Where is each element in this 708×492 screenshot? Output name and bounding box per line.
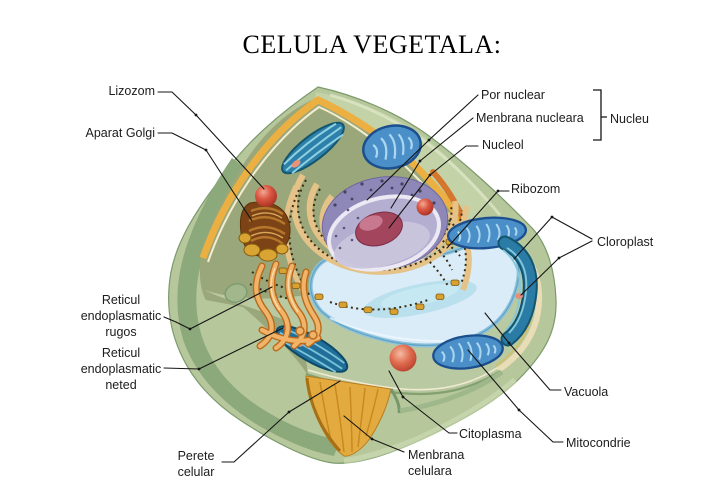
golgi-ridges	[248, 206, 286, 245]
label-menbrana-celulara-1: Menbrana	[408, 448, 464, 462]
peroxisome	[389, 344, 417, 372]
leader-nucleol	[388, 145, 479, 229]
cell-wall-shade-band	[177, 158, 340, 456]
golgi-ridge-highlights	[250, 212, 284, 239]
mitochondrion-top	[362, 124, 422, 170]
label-menbrana-celulara-2: celulara	[408, 464, 452, 478]
vacuole-streak-light	[380, 283, 460, 309]
leader-citoplasma	[388, 370, 458, 434]
wall-bump	[224, 282, 248, 304]
label-reticul-rugos-1: Reticul	[102, 293, 140, 307]
vesicle-red	[416, 198, 434, 216]
label-mitocondrie: Mitocondrie	[566, 436, 631, 450]
smooth-er-tube-end	[295, 326, 305, 336]
nucleolus-highlight	[359, 215, 383, 231]
label-reticul-neted-3: neted	[105, 378, 136, 392]
label-perete-celular-1: Perete	[178, 449, 215, 463]
label-reticul-rugos-3: rugos	[105, 325, 136, 339]
lysosome	[255, 185, 277, 207]
vacuole-meniscus	[329, 317, 451, 343]
label-por-nuclear: Por nuclear	[481, 88, 545, 102]
leader-aparat-golgi	[157, 132, 253, 222]
mitochondrion-body	[362, 124, 422, 170]
chloroplast-granule	[291, 159, 301, 168]
wedge-side-crease	[389, 388, 401, 414]
label-citoplasma: Citoplasma	[459, 427, 522, 441]
leader-perete-celular	[221, 380, 341, 463]
cell-top-face	[314, 92, 490, 228]
smooth-er-tube-end	[308, 330, 318, 340]
mitochondrion-cristae	[440, 341, 497, 363]
chloroplast-stripes	[283, 122, 344, 174]
mitochondrion-bottom	[432, 334, 504, 370]
golgi-apparatus	[238, 201, 291, 262]
cell-bottom-highlight	[343, 377, 517, 464]
chloroplast-top	[281, 121, 345, 175]
floor-lower-edge	[399, 369, 504, 414]
label-ribozom: Ribozom	[511, 182, 560, 196]
leader-bend-dots	[188, 113, 561, 441]
leader-lizozom	[157, 91, 265, 190]
label-perete-celular-2: celular	[178, 465, 215, 479]
wedge-left-shade	[305, 377, 342, 453]
label-reticul-neted-1: Reticul	[102, 346, 140, 360]
nucleus	[321, 176, 449, 272]
nucleu-bracket	[593, 89, 607, 141]
membrane-rim-yellow	[199, 96, 469, 260]
cell-illustration	[168, 86, 557, 464]
label-vacuola: Vacuola	[564, 385, 608, 399]
label-menbrana-nucleara: Menbrana nucleara	[476, 111, 584, 125]
chloroplast-stripe	[502, 249, 521, 331]
label-lizozom: Lizozom	[108, 84, 155, 98]
smooth-er	[252, 260, 322, 352]
labels: Lizozom Aparat Golgi Reticul endoplasmat…	[81, 84, 654, 479]
leader-lines	[157, 89, 607, 463]
membrane-rim-cream	[207, 105, 459, 263]
label-aparat-golgi: Aparat Golgi	[86, 126, 155, 140]
golgi-vesicles	[238, 232, 289, 262]
mitochondrion-body	[432, 334, 504, 370]
label-cloroplast: Cloroplast	[597, 235, 654, 249]
nucleus-face-speckles	[334, 208, 360, 250]
label-nucleu: Nucleu	[610, 112, 649, 126]
chloroplast-stripe	[506, 247, 528, 334]
smooth-er-highlights	[270, 267, 299, 313]
page-title: CELULA VEGETALA:	[243, 30, 502, 59]
label-reticul-neted-2: endoplasmatic	[81, 362, 162, 376]
leader-vacuola	[484, 312, 562, 391]
cell-top-highlight	[329, 93, 502, 216]
label-reticul-rugos-2: endoplasmatic	[81, 309, 162, 323]
floor-front-edge-light	[307, 367, 498, 391]
label-nucleol: Nucleol	[482, 138, 524, 152]
leader-reticul-rugos	[163, 286, 273, 330]
mitochondrion-cristae	[372, 133, 413, 160]
leader-mitocondrie	[467, 349, 564, 443]
